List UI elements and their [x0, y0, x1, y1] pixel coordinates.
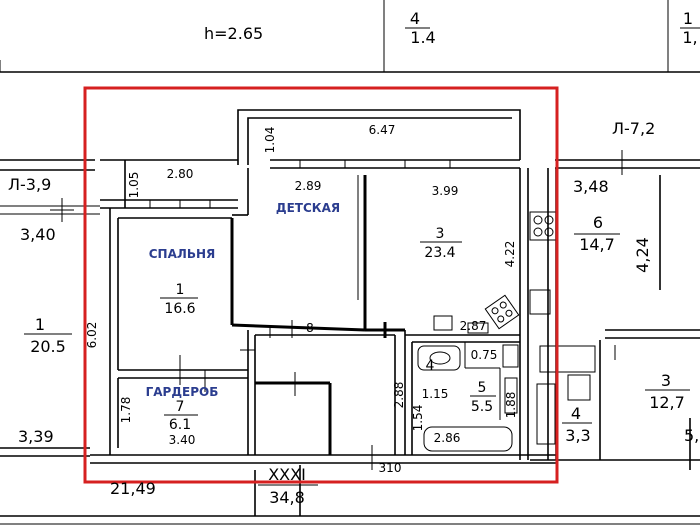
frag-8: 8	[306, 321, 314, 335]
hall-height-2: 1.54	[411, 405, 425, 432]
neighbor-bottom-room-area: 34,8	[269, 488, 305, 507]
neighbor-left-room-area: 20.5	[30, 337, 66, 356]
kids-room-label: ДЕТСКАЯ	[276, 201, 340, 215]
neighbor-right-edge: 5,	[684, 426, 699, 445]
top-right-numerator: 1	[683, 9, 693, 28]
balcony-width: 6.47	[369, 123, 396, 137]
neighbor-left-340: 3,40	[20, 225, 56, 244]
loggia-depth: 1.05	[127, 172, 141, 199]
balcony-depth: 1.04	[263, 127, 277, 154]
closet4-number: 4	[426, 358, 435, 374]
neighbor-left-339: 3,39	[18, 427, 54, 446]
ceiling-height: h=2.65	[204, 24, 263, 43]
bedroom-area: 16.6	[164, 301, 195, 317]
neighbor-room4-area: 3,3	[565, 426, 590, 445]
neighbor-room6-number: 6	[593, 213, 603, 232]
loggia-width: 2.80	[167, 167, 194, 181]
neighbor-l-right: Л-7,2	[612, 119, 655, 138]
wardrobe-label: ГАРДЕРОБ	[146, 385, 219, 399]
bedroom-number: 1	[176, 282, 185, 298]
neighbor-room3-number: 3	[661, 371, 671, 390]
bath-w2: 1.15	[422, 387, 449, 401]
apartment-walls	[90, 109, 557, 470]
bath-area: 5.5	[471, 399, 493, 415]
wardrobe-width: 3.40	[169, 433, 196, 447]
top-fraction-numerator: 4	[410, 9, 420, 28]
neighbor-room6-height: 4,24	[633, 237, 652, 273]
neighbor-left-room-number: 1	[35, 315, 45, 334]
room3-area: 23.4	[424, 245, 455, 261]
bedroom-label: СПАЛЬНЯ	[149, 247, 216, 261]
neighbor-bottom-left: 21,49	[110, 479, 156, 498]
neighbor-right-348: 3,48	[573, 177, 609, 196]
hall-width: 2.87	[460, 319, 487, 333]
room3-height: 4.22	[503, 241, 517, 268]
neighbor-room3-area: 12,7	[649, 393, 685, 412]
wardrobe-height: 1.78	[119, 397, 133, 424]
hall-height-1: 2.88	[392, 382, 406, 409]
wardrobe-area: 6.1	[169, 417, 191, 433]
top-fraction-denominator: 1.4	[410, 28, 435, 47]
bath-number: 5	[478, 380, 487, 396]
room3-number: 3	[436, 226, 445, 242]
top-right-denominator: 1,	[682, 28, 697, 47]
apartment-highlight-frame	[83, 86, 559, 484]
bath-w1: 0.75	[471, 348, 498, 362]
bath-w3: 2.86	[434, 431, 461, 445]
neighbor-room4-number: 4	[571, 404, 581, 423]
wardrobe-number: 7	[176, 399, 185, 415]
kids-room-width: 2.89	[295, 179, 322, 193]
total-height: 6.02	[85, 322, 99, 349]
room3-width: 3.99	[432, 184, 459, 198]
neighbor-l-left: Л-3,9	[8, 175, 51, 194]
neighbor-room6-area: 14,7	[579, 235, 615, 254]
bottom-310: 310	[379, 461, 402, 475]
bath-h1: 1.88	[504, 392, 518, 419]
neighbor-bottom-room-number: XXXI	[268, 465, 306, 484]
